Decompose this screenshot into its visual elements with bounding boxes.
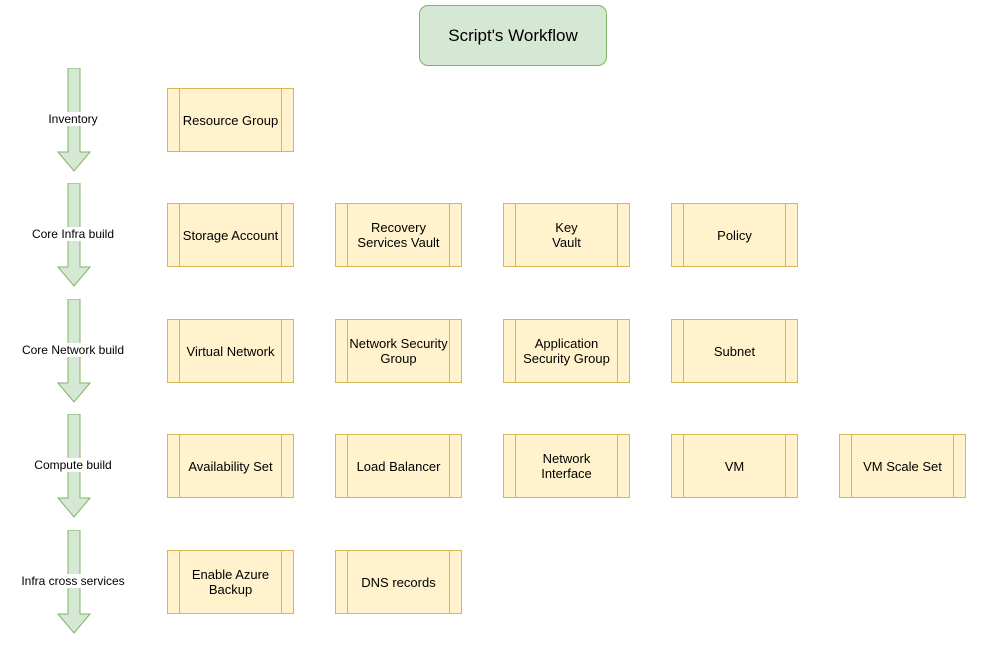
- process-box-network-interface: Network Interface: [503, 434, 630, 498]
- process-box-key-vault: Key Vault: [503, 203, 630, 267]
- diagram-title: Script's Workflow: [419, 5, 607, 66]
- process-box-availability-set: Availability Set: [167, 434, 294, 498]
- process-box-enable-azure-backup: Enable Azure Backup: [167, 550, 294, 614]
- process-box-vm: VM: [671, 434, 798, 498]
- process-box-application-security-group: Application Security Group: [503, 319, 630, 383]
- process-box-resource-group: Resource Group: [167, 88, 294, 152]
- process-box-subnet: Subnet: [671, 319, 798, 383]
- stage-label-inventory: Inventory: [47, 112, 99, 126]
- process-box-virtual-network: Virtual Network: [167, 319, 294, 383]
- process-box-policy: Policy: [671, 203, 798, 267]
- process-box-recovery-services-vault: Recovery Services Vault: [335, 203, 462, 267]
- stage-label-core-infra-build: Core Infra build: [30, 227, 116, 241]
- process-box-dns-records: DNS records: [335, 550, 462, 614]
- process-box-network-security-group: Network Security Group: [335, 319, 462, 383]
- stage-label-infra-cross-services: Infra cross services: [20, 574, 126, 588]
- process-box-vm-scale-set: VM Scale Set: [839, 434, 966, 498]
- stage-label-core-network-build: Core Network build: [20, 343, 126, 357]
- stage-label-compute-build: Compute build: [33, 458, 113, 472]
- process-box-load-balancer: Load Balancer: [335, 434, 462, 498]
- process-box-storage-account: Storage Account: [167, 203, 294, 267]
